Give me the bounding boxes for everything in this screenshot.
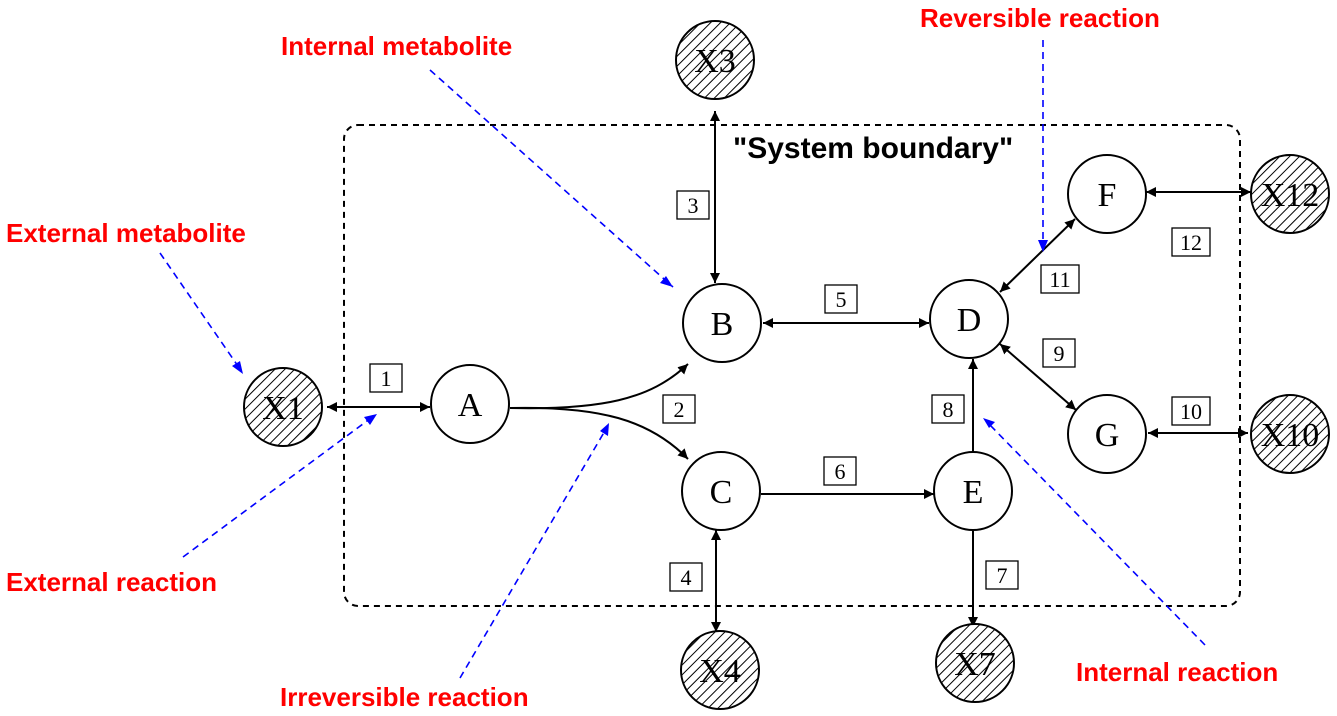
node-g: G <box>1067 394 1147 474</box>
svg-text:4: 4 <box>681 565 692 590</box>
svg-text:X10: X10 <box>1261 417 1320 454</box>
pointer-irreversible-reaction <box>459 428 607 679</box>
system-boundary <box>343 124 1241 607</box>
svg-text:X3: X3 <box>694 43 736 80</box>
reaction-7: 7 <box>985 560 1019 590</box>
svg-text:D: D <box>957 302 982 339</box>
annotation-internal-reaction: Internal reaction <box>1076 657 1278 687</box>
svg-text:X4: X4 <box>699 653 741 690</box>
svg-text:C: C <box>710 474 733 511</box>
reaction-10: 10 <box>1171 396 1211 426</box>
node-x4: X4 <box>680 630 760 710</box>
node-c: C <box>681 451 761 531</box>
annotation-reversible-reaction: Reversible reaction <box>920 3 1160 33</box>
pointer-external-metabolite <box>159 252 241 370</box>
svg-text:8: 8 <box>943 397 954 422</box>
node-b: B <box>682 283 762 363</box>
node-x3: X3 <box>675 20 755 100</box>
node-x10: X10 <box>1250 394 1330 474</box>
reaction-5: 5 <box>824 284 858 314</box>
boundary-label: "System boundary" <box>733 132 1013 165</box>
pointer-internal-reaction <box>987 422 1206 646</box>
reaction-12: 12 <box>1171 227 1211 257</box>
reaction-1: 1 <box>369 363 403 393</box>
annotation-irreversible-reaction: Irreversible reaction <box>280 682 529 712</box>
svg-text:6: 6 <box>835 459 846 484</box>
svg-text:12: 12 <box>1180 230 1202 255</box>
svg-text:5: 5 <box>836 287 847 312</box>
svg-text:G: G <box>1095 417 1120 454</box>
node-x7: X7 <box>935 623 1015 703</box>
reaction-2: 2 <box>662 394 696 424</box>
edge-11 <box>999 218 1076 293</box>
svg-text:11: 11 <box>1049 267 1070 292</box>
svg-text:X1: X1 <box>262 390 304 427</box>
internal-metabolites: A B C D E F G <box>430 154 1147 531</box>
svg-text:E: E <box>963 474 984 511</box>
svg-text:X12: X12 <box>1261 177 1320 214</box>
reaction-11: 11 <box>1040 264 1080 294</box>
annotation-external-reaction: External reaction <box>6 567 217 597</box>
edge-2-branch-c <box>509 406 689 460</box>
pointer-external-reaction <box>182 417 372 558</box>
node-f: F <box>1067 154 1147 234</box>
svg-text:7: 7 <box>997 563 1008 588</box>
node-x12: X12 <box>1250 154 1330 234</box>
reaction-8: 8 <box>931 394 965 424</box>
svg-text:A: A <box>458 387 483 424</box>
node-a: A <box>430 364 510 444</box>
annotations: Internal metabolite Reversible reaction … <box>6 3 1278 712</box>
reaction-edges <box>327 111 1251 632</box>
node-e: E <box>933 451 1013 531</box>
reaction-labels: 1 2 3 4 5 6 7 8 <box>369 190 1211 592</box>
svg-text:10: 10 <box>1180 399 1202 424</box>
svg-text:3: 3 <box>688 193 699 218</box>
reaction-4: 4 <box>669 562 703 592</box>
reaction-3: 3 <box>676 190 710 220</box>
svg-text:1: 1 <box>381 366 392 391</box>
reaction-6: 6 <box>823 456 857 486</box>
svg-text:2: 2 <box>674 397 685 422</box>
annotation-internal-metabolite: Internal metabolite <box>281 31 512 61</box>
node-x1: X1 <box>243 367 323 447</box>
external-metabolites: X1 X3 X4 X7 X10 X12 <box>243 20 1330 710</box>
pointer-internal-metabolite <box>429 69 674 288</box>
edge-2-branch-b <box>509 363 689 410</box>
reaction-9: 9 <box>1042 338 1076 368</box>
annotation-external-metabolite: External metabolite <box>6 218 246 248</box>
svg-text:F: F <box>1098 177 1117 214</box>
svg-text:9: 9 <box>1054 341 1065 366</box>
svg-text:X7: X7 <box>954 646 996 683</box>
edge-9 <box>999 343 1077 411</box>
annotation-pointers <box>159 40 1206 679</box>
svg-text:B: B <box>711 306 734 343</box>
node-d: D <box>929 279 1009 359</box>
